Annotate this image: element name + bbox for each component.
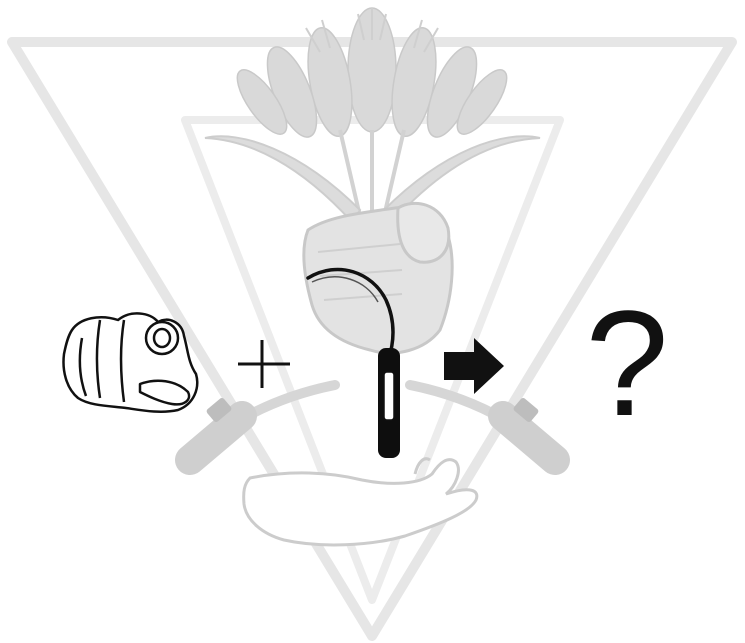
- pointing-hand-icon: [64, 313, 198, 411]
- plus-icon: [238, 340, 290, 388]
- question-mark: ?: [582, 288, 672, 438]
- open-hand-icon: [244, 459, 477, 545]
- wheat-ears-icon: [229, 8, 516, 143]
